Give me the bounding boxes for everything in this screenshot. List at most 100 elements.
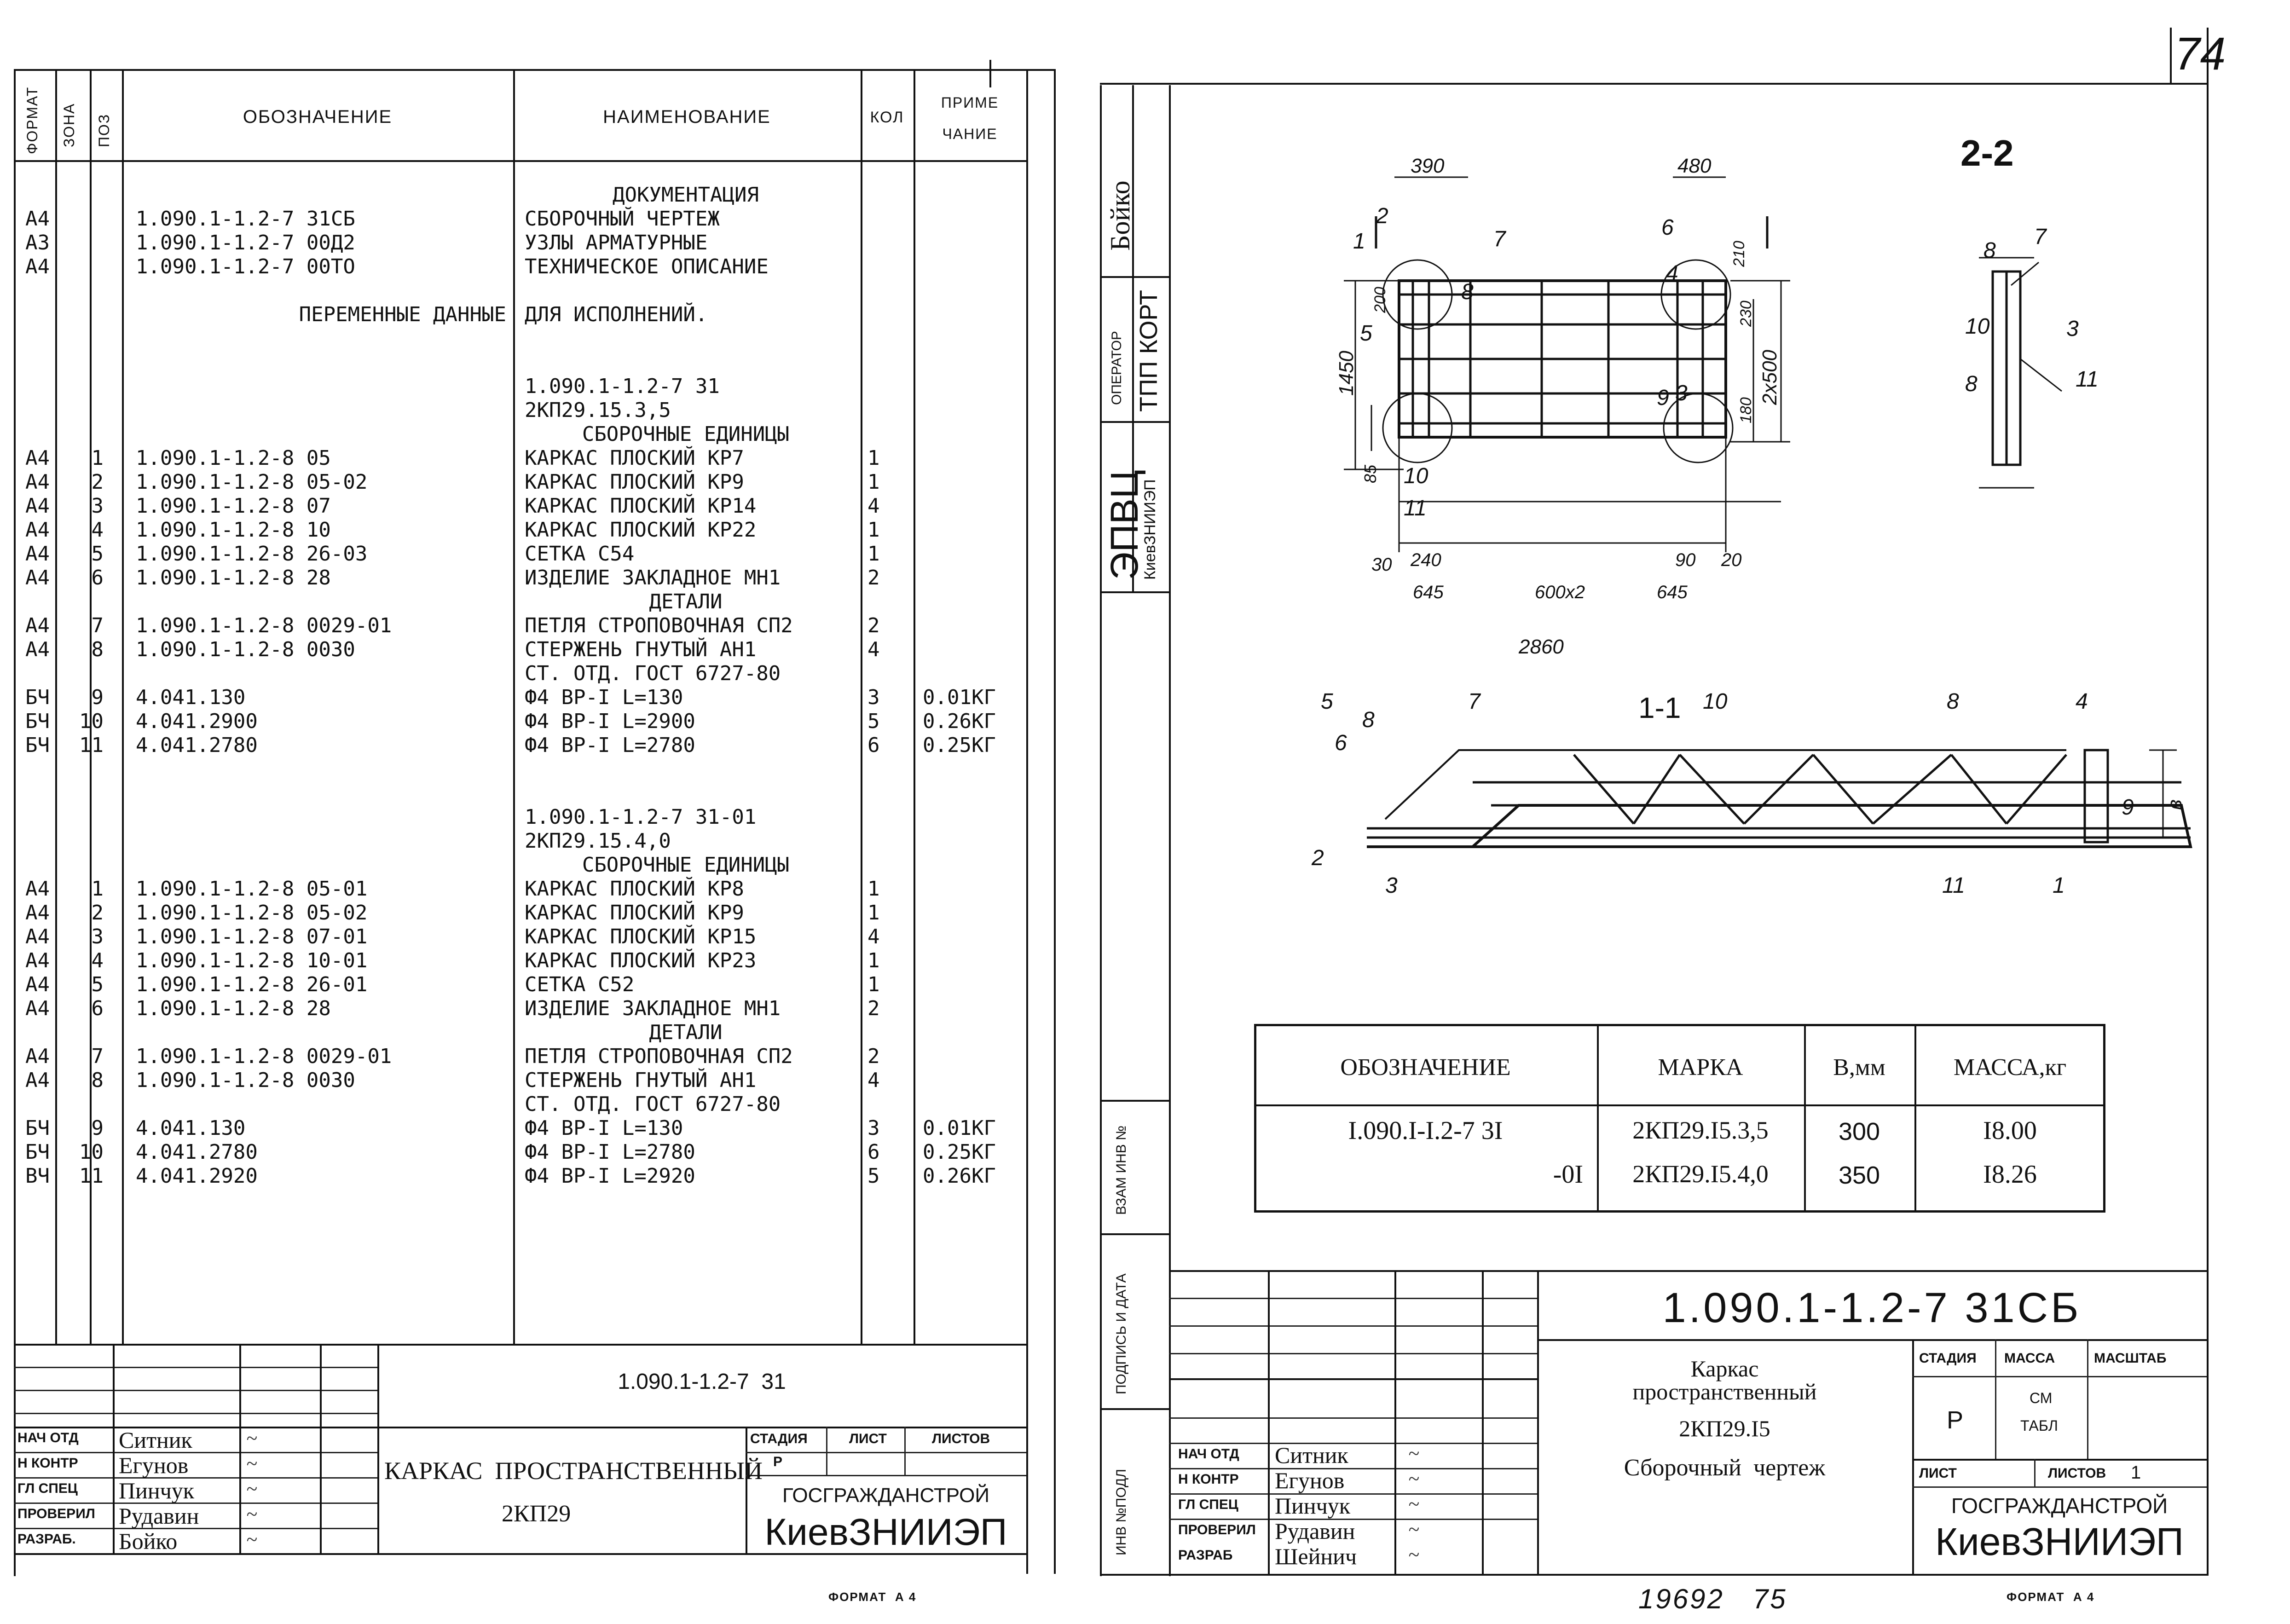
side-org-2: КиевЗНИИЭП — [1141, 479, 1159, 580]
rtb-line — [1912, 1376, 2207, 1377]
dim-230: 230 — [1737, 301, 1755, 327]
dim-20: 20 — [1721, 550, 1742, 570]
right-stage-label: СТАДИЯ — [1919, 1351, 1977, 1366]
spec-pos: 5 — [91, 542, 104, 566]
spec-pos: 1 — [91, 877, 104, 901]
callout-number: 11 — [2076, 367, 2099, 392]
spec-designation: 1.090.1-1.2-8 05 — [136, 446, 331, 470]
tb-line — [746, 1475, 1026, 1476]
right-role-label: Н КОНТР — [1178, 1472, 1239, 1487]
col-line — [914, 69, 915, 1344]
spec-pos: 6 — [91, 566, 104, 589]
signature-mark: ~ — [246, 1478, 257, 1500]
spec-qty: 4 — [867, 925, 880, 948]
callout-number: 9 — [2122, 795, 2134, 820]
right-role-name: Шейнич — [1275, 1543, 1357, 1569]
dim-1450: 1450 — [1335, 351, 1358, 396]
spec-qty: 2 — [867, 997, 880, 1020]
tb-line — [14, 1553, 1026, 1555]
signature-mark: ~ — [246, 1427, 257, 1450]
right-border — [1054, 69, 1056, 1574]
mass-row1-b: 300 — [1838, 1118, 1880, 1145]
rtb-line — [1169, 1493, 1537, 1495]
dim-600x2: 600x2 — [1535, 582, 1585, 602]
rtb-line — [1169, 1378, 1537, 1380]
dim-200: 200 — [1371, 287, 1389, 313]
tb-line — [14, 1413, 377, 1414]
signature-mark: ~ — [246, 1503, 257, 1526]
spec-name: ТЕХНИЧЕСКОЕ ОПИСАНИЕ — [525, 255, 769, 278]
spec-designation: 4.041.2920 — [136, 1164, 258, 1188]
spec-qty: 1 — [867, 973, 880, 996]
right-mass-label: МАССА — [2004, 1351, 2055, 1366]
callout-number: 2 — [1376, 204, 1388, 228]
sign-label: ПОДПИСЬ И ДАТА — [1114, 1273, 1129, 1394]
spec-qty: 1 — [867, 446, 880, 470]
top-tick — [989, 60, 991, 87]
rtb-line — [1537, 1339, 2207, 1341]
tb-line — [14, 1503, 377, 1504]
hdr-note-2: ЧАНИЕ — [942, 126, 998, 142]
rtb-line — [1169, 1468, 1537, 1469]
spec-qty: 1 — [867, 877, 880, 901]
section-1-1-label: 1-1 — [1638, 691, 1681, 724]
spec-format: А4 — [25, 973, 50, 996]
spec-pos: 7 — [91, 614, 104, 637]
spec-format: БЧ — [25, 710, 50, 733]
side-sep — [1100, 1408, 1169, 1410]
spec-pos: 4 — [91, 518, 104, 542]
mass-table-frame — [1254, 1024, 2105, 1213]
spec-note: 0.26КГ — [923, 710, 996, 733]
spec-designation: 1.090.1-1.2-8 28 — [136, 997, 331, 1020]
spec-designation: 1.090.1-1.2-8 10 — [136, 518, 331, 542]
spec-name: ПЕТЛЯ СТРОПОВОЧНАЯ СП2 — [525, 1045, 793, 1068]
right-role-name: Егунов — [1275, 1468, 1345, 1493]
spec-format: А4 — [25, 566, 50, 589]
tb-vline — [904, 1427, 906, 1475]
callout-number: 6 — [1661, 215, 1674, 240]
spec-pos: 1 — [91, 446, 104, 470]
spec-designation: 1.090.1-1.2-8 26-03 — [136, 542, 368, 566]
spec-name: КАРКАС ПЛОСКИЙ КР14 — [525, 494, 757, 518]
spec-qty: 4 — [867, 638, 880, 661]
spec-format: А4 — [25, 925, 50, 948]
bottom-note: 19692 75 — [1638, 1584, 1787, 1614]
spec-qty: 3 — [867, 686, 880, 709]
mass-row2-b: 350 — [1838, 1162, 1880, 1189]
spec-name: 2КП29.15.4,0 — [525, 829, 671, 853]
left-sheet-label: ЛИСТ — [849, 1431, 887, 1446]
mass-hdr-mass: МАССА,кг — [1953, 1054, 2067, 1081]
left-border — [14, 69, 16, 1576]
spec-pos: 11 — [79, 734, 104, 757]
mass-row2-mass: I8.26 — [1983, 1160, 2037, 1189]
spec-designation: 1.090.1-1.2-7 31СБ — [136, 207, 355, 231]
spec-pos: 9 — [91, 1116, 104, 1140]
spec-format: БЧ — [25, 1140, 50, 1164]
spec-name: ИЗДЕЛИЕ ЗАКЛАДНОЕ МН1 — [525, 997, 781, 1020]
mass-table-vline — [1597, 1024, 1599, 1213]
callout-number: 3 — [1385, 873, 1398, 898]
dim-b: в — [2163, 799, 2186, 810]
right-org-2: КиевЗНИИЭП — [1935, 1520, 2184, 1563]
mass-row1-mark: 2КП29.I5.3,5 — [1632, 1116, 1769, 1144]
side-name: Бойко — [1105, 180, 1135, 251]
spec-format: А4 — [25, 542, 50, 566]
callout-number: 8 — [1984, 238, 1996, 263]
hdr-name: НАИМЕНОВАНИЕ — [603, 107, 771, 127]
callout-number: 8 — [1362, 708, 1375, 732]
spec-format: БЧ — [25, 734, 50, 757]
dim-645b: 645 — [1657, 582, 1688, 602]
rtb-vline — [2034, 1459, 2036, 1486]
spec-qty: 1 — [867, 901, 880, 925]
spec-note: 0.25КГ — [923, 1140, 996, 1164]
spec-name: ДЕТАЛИ — [649, 590, 723, 613]
callout-number: 7 — [1468, 689, 1481, 714]
spec-pos: 10 — [79, 1140, 104, 1164]
spec-designation: 1.090.1-1.2-8 0030 — [136, 1069, 355, 1092]
dim-85: 85 — [1361, 464, 1380, 483]
spec-qty: 5 — [867, 710, 880, 733]
spec-qty: 6 — [867, 734, 880, 757]
dim-30: 30 — [1371, 555, 1392, 575]
right-outer-left — [1100, 85, 1102, 1576]
